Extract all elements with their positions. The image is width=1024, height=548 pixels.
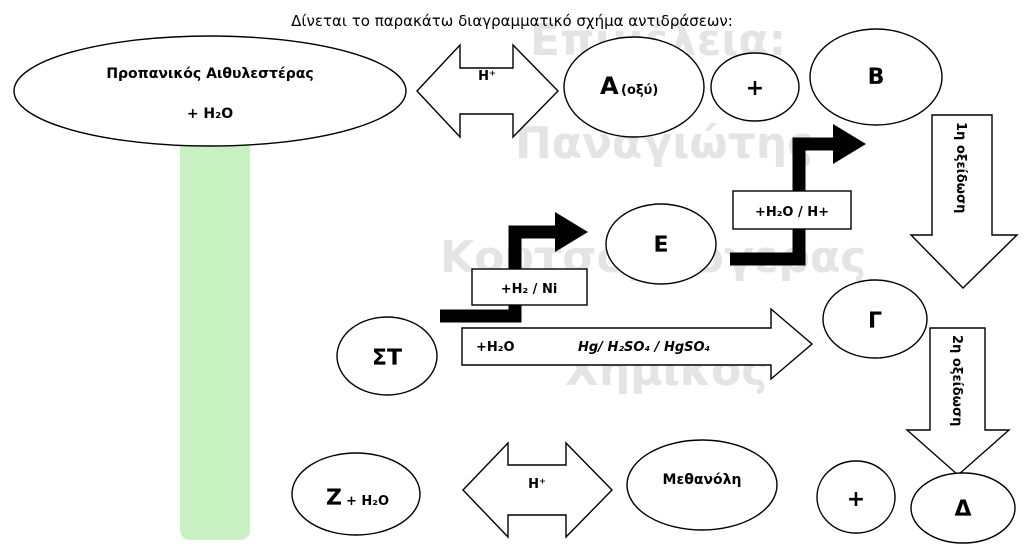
double-arrow-bottom [462,441,613,539]
hydration-box [732,190,852,230]
double-arrow-top [416,43,559,139]
node-propyl-ester [13,35,407,147]
node-D-label: Δ [954,497,971,522]
node-methanol [626,439,778,531]
node-Z-main: Ζ [326,486,342,511]
node-A-main: Α [600,72,619,100]
hydrogenation-box [471,268,588,306]
arrowhead-to-E [555,212,588,252]
node-D [910,472,1016,544]
node-plus-2 [816,460,896,534]
hydration-label: +H₂O / H+ [755,205,829,220]
watermark-green-bar [180,110,250,540]
diagram-title: Δίνεται το παρακάτω διαγραμματικό σχήμα … [291,12,733,30]
oxidation-2-label: 2η οξείδωση [949,335,964,426]
oxidation-1-label: 1η οξείδωση [953,122,968,213]
node-ST [336,316,438,396]
node-B [809,28,943,126]
hg-catalyst-label: Hg/ H₂SO₄ / HgSO₄ [578,340,711,355]
node-A [563,36,705,138]
water-add-label: +H₂O [476,340,515,355]
node-B-label: Β [868,65,885,90]
node-plus-1 [710,52,800,122]
down-arrow-oxidation-2 [905,327,1011,476]
bottom-catalyst-label: H⁺ [528,477,546,492]
hydrogenation-label: +H₂ / Ni [501,282,558,297]
node-Z [291,452,421,536]
node-ST-label: ΣΤ [372,346,402,371]
node-A-sub: (οξύ) [621,83,658,98]
node-E [605,203,717,285]
node-G [822,279,928,359]
node-plus-2-label: + [847,487,865,512]
arrow-ST-to-G [461,307,814,381]
node-plus-1-label: + [746,76,764,101]
node-G-label: Γ [868,309,882,334]
down-arrow-oxidation-1 [909,114,1019,289]
node-E-label: Ε [653,233,668,258]
arrowhead-to-B [833,124,866,164]
node-Z-sub: + H₂O [346,494,389,509]
node-propyl-ester-line2: + H₂O [187,106,233,122]
node-methanol-label: Μεθανόλη [663,472,742,488]
top-catalyst-label: H⁺ [478,69,496,84]
node-propyl-ester-line1: Προπανικός Αιθυλεστέρας [106,66,313,82]
